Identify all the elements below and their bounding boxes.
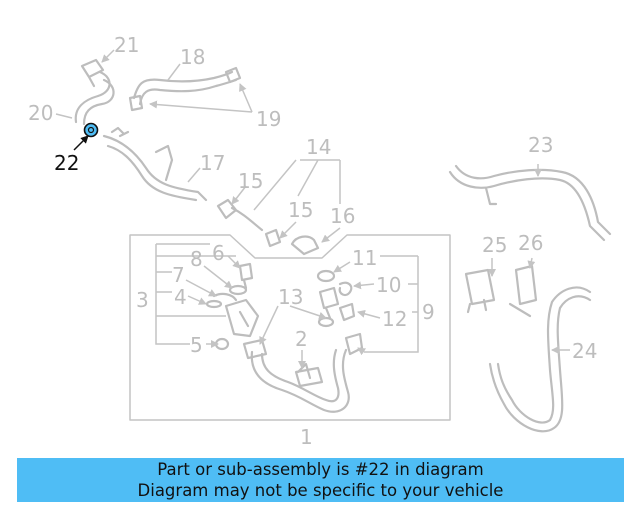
part-22-clamp-highlighted (83, 122, 99, 138)
part-25-valve (464, 268, 496, 314)
part-2-bracket (296, 362, 312, 380)
info-banner: Part or sub-assembly is #22 in diagram D… (17, 458, 624, 502)
part-26-bracket (508, 264, 538, 318)
callout-2: 2 (295, 327, 308, 351)
callout-12: 12 (382, 307, 407, 331)
part-11-oring (316, 269, 336, 283)
callout-20: 20 (28, 101, 53, 125)
part-16-fitting (290, 235, 320, 256)
part-7-clip (212, 292, 238, 302)
callout-4: 4 (174, 285, 187, 309)
callout-3: 3 (136, 288, 149, 312)
part-9-connector (318, 286, 364, 356)
leader-lines (55, 49, 570, 369)
banner-line-disclaimer: Diagram may not be specific to your vehi… (137, 481, 504, 500)
callout-19: 19 (256, 107, 281, 131)
callout-14: 14 (306, 135, 331, 159)
part-1-hose-assembly (242, 338, 350, 413)
callout-18: 18 (180, 45, 205, 69)
callout-13: 13 (278, 285, 303, 309)
callout-23: 23 (528, 133, 553, 157)
part-24-hose (488, 286, 592, 433)
callout-15-lower: 15 (288, 198, 313, 222)
part-6-sensor (238, 262, 254, 290)
callout-24: 24 (572, 339, 597, 363)
part-13-oring (317, 316, 335, 328)
callout-1: 1 (300, 425, 313, 449)
callout-5: 5 (190, 333, 203, 357)
part-17-pipe (102, 126, 208, 202)
part-4-oring (205, 299, 223, 309)
callout-11: 11 (352, 246, 377, 270)
callout-22-highlighted: 22 (54, 151, 79, 175)
part-10-clip (338, 281, 353, 297)
part-18-hose (128, 66, 242, 112)
part-21-clip (80, 58, 105, 88)
callout-6: 6 (212, 241, 225, 265)
callout-16: 16 (330, 204, 355, 228)
callout-17: 17 (200, 151, 225, 175)
part-20-hose (74, 70, 115, 126)
part-8-oring (228, 284, 248, 296)
callout-25: 25 (482, 233, 507, 257)
callout-9: 9 (422, 300, 435, 324)
part-15-fitting-lower (264, 228, 282, 248)
callout-labels: 1 2 3 4 5 6 7 8 9 10 11 12 13 14 15 15 1… (28, 33, 597, 449)
part-23-pipe (448, 164, 612, 242)
callout-8: 8 (190, 247, 203, 271)
part-3-valve-housing (224, 298, 260, 338)
callout-10: 10 (376, 273, 401, 297)
callout-21: 21 (114, 33, 139, 57)
callout-26: 26 (518, 231, 543, 255)
banner-line-part-info: Part or sub-assembly is #22 in diagram (157, 460, 484, 479)
callout-15-upper: 15 (238, 169, 263, 193)
assembly-1-outline (129, 234, 451, 421)
part-15-fitting-upper (216, 198, 264, 232)
callout-7: 7 (172, 263, 185, 287)
